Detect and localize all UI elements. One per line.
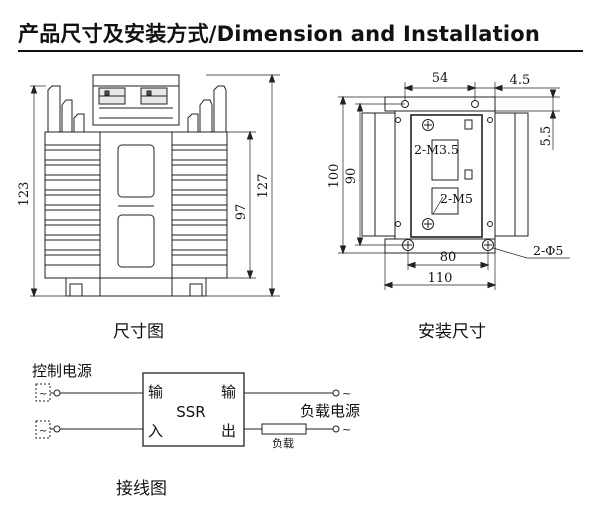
dim-4-5-label: 4.5: [510, 73, 531, 88]
dimension-caption: 尺寸图: [113, 322, 164, 342]
ac-symbol-load-bottom: ~: [342, 423, 351, 436]
ssr-input-top-label: 输: [148, 383, 163, 401]
dim-90-label: 90: [344, 168, 359, 185]
installation-caption: 安装尺寸: [418, 322, 486, 342]
control-source-label: 控制电源: [32, 362, 92, 380]
ssr-input-bottom-label: 入: [148, 422, 163, 440]
ssr-output-bottom-label: 出: [221, 422, 236, 440]
ac-symbol-control-bottom: ~: [39, 426, 47, 437]
holes-phi5-label: 2-Φ5: [533, 243, 563, 258]
screw-m5-label: 2-M5: [440, 191, 473, 206]
ac-symbol-load-top: ~: [342, 387, 351, 400]
dim-123-label: 123: [17, 182, 32, 207]
heatsink-front-view: [30, 73, 280, 298]
dim-54-label: 54: [432, 71, 449, 86]
dim-5-5-label: 5.5: [539, 126, 554, 147]
dim-97-label: 97: [234, 204, 249, 221]
installation-view: [338, 82, 570, 290]
title-underline: [18, 50, 583, 52]
ssr-label: SSR: [176, 403, 205, 421]
dim-127-label: 127: [256, 174, 271, 199]
load-source-label: 负载电源: [300, 402, 360, 420]
screw-m3-5-label: 2-M3.5: [414, 142, 459, 157]
ac-symbol-control-top: ~: [39, 389, 47, 400]
wiring-diagram: [35, 372, 340, 447]
ssr-output-top-label: 输: [221, 383, 236, 401]
dim-80-label: 80: [440, 250, 457, 265]
dim-110-label: 110: [428, 271, 453, 286]
dim-100-label: 100: [327, 164, 342, 189]
wiring-caption: 接线图: [116, 479, 167, 499]
page-title: 产品尺寸及安装方式/Dimension and Installation: [18, 22, 541, 46]
load-label: 负载: [272, 436, 294, 450]
